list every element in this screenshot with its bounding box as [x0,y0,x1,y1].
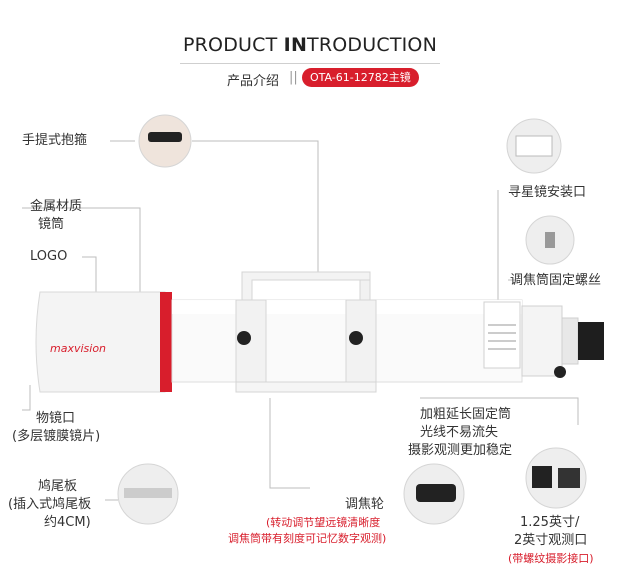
note-eyepiece: (带螺纹摄影接口) [508,552,594,565]
detail-eyepiece [525,447,587,509]
label-eyepiece-2: 2英寸观测口 [514,533,588,548]
label-dovetail-3: 约4CM) [44,515,91,530]
label-eyepiece: 1.25英寸/ [520,515,580,530]
label-focus-wheel: 调焦轮 [345,497,385,512]
leader-line-metal-tube [22,207,141,296]
subtitle-separator: || [289,70,298,85]
note-focus-wheel-1: (转动调节望远镜清晰度 [266,516,381,529]
leader-line-objective [22,385,31,411]
clamp-knob-right [349,331,363,345]
leader-line-extension [420,397,579,425]
subtitle: 产品介绍 [227,74,280,89]
brand-logo: maxvision [50,342,106,355]
label-objective-2: (多层镀膜镜片) [12,429,101,444]
label-metal-tube-2: 镜筒 [38,217,65,232]
clamp-knob-left [237,331,251,345]
label-dovetail: 鸠尾板 [38,479,78,494]
leader-line-handle-2 [192,140,319,272]
note-focus-wheel-2: 调焦筒带有刻度可记忆数字观测) [228,532,387,545]
page-title: PRODUCT INTRODUCTION [183,34,437,56]
red-ring [160,292,172,392]
title-divider [180,63,440,64]
model-badge: OTA-61-12782主镜 [302,68,419,87]
label-objective: 物镜口 [36,411,76,426]
label-extension-2: 光线不易流失 [420,425,499,440]
label-dovetail-2: (插入式鸠尾板 [8,497,92,512]
label-extension-3: 摄影观测更加稳定 [408,443,513,458]
leader-line-focus-wheel [269,398,310,489]
label-metal-tube: 金属材质 [30,199,83,214]
label-focus-screw: 调焦筒固定螺丝 [510,273,602,288]
label-handle: 手提式抱箍 [22,133,88,148]
label-extension: 加粗延长固定筒 [420,407,512,422]
eyepiece-adapter [578,322,604,360]
label-logo: LOGO [30,249,68,264]
label-finder-mount: 寻星镜安装口 [508,185,587,200]
